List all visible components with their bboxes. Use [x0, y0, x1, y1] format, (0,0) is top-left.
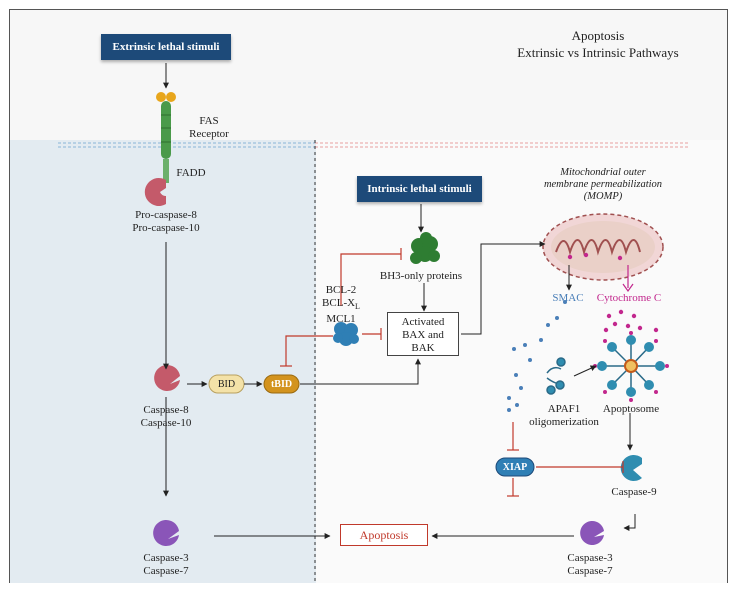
- title-line2: Extrinsic vs Intrinsic Pathways: [517, 45, 679, 60]
- extrinsic-panel: [10, 140, 316, 583]
- caspase-3-left-icon: [153, 520, 179, 546]
- intrinsic-stimuli-box: Intrinsic lethal stimuli: [357, 176, 482, 202]
- xiap-pill: [495, 457, 535, 477]
- fas-line1: FAS: [199, 115, 219, 127]
- cytochrome-c-molecules: [567, 252, 659, 333]
- momp-line2: membrane permeabilization: [543, 179, 663, 190]
- momp-line1: Mitochondrial outer: [560, 167, 646, 178]
- caspase-3-left-line2: Caspase-7: [143, 565, 189, 577]
- apoptosis-box: Apoptosis: [340, 524, 428, 546]
- caspase-8-line1: Caspase-8: [143, 404, 189, 416]
- cytochrome-release-arrowhead: [622, 283, 634, 293]
- bcl-family-label: BCL-2 BCL-XL MCL1: [313, 284, 369, 326]
- activation-arrows: [163, 63, 636, 539]
- bax-bak-line3: BAK: [411, 342, 435, 354]
- section-dividers: [58, 140, 690, 582]
- bh3-only-label: BH3-only proteins: [379, 270, 463, 282]
- caspase-3-left-line1: Caspase-3: [143, 552, 189, 564]
- caspase-8-icon: [154, 365, 180, 391]
- apoptosome-label: Apoptosome: [602, 403, 660, 415]
- bcl-line2-main: BCL-X: [322, 297, 356, 309]
- bid-label: BID: [217, 379, 236, 390]
- momp-line3: (MOMP): [583, 191, 623, 202]
- pro-caspase-8-icon: [144, 178, 166, 207]
- bax-bak-line1: Activated: [401, 316, 445, 328]
- tbid-pill: [263, 374, 300, 394]
- caspase-9-icon: [620, 455, 642, 482]
- pro-caspase-line1: Pro-caspase-8: [135, 209, 197, 221]
- pro-caspase-label: Pro-caspase-8 Pro-caspase-10: [121, 209, 211, 235]
- tbid-label: tBID: [270, 379, 293, 390]
- bax-bak-box: Activated BAX and BAK: [387, 312, 459, 356]
- bcl2-protein-icon: [333, 322, 359, 346]
- xiap-label: XIAP: [502, 462, 528, 473]
- caspase-9-label: Caspase-9: [611, 486, 657, 498]
- bcl-line2: BCL-XL: [313, 297, 369, 313]
- fas-receptor-label: FAS Receptor: [184, 115, 234, 141]
- caspase-3-right-icon: [580, 521, 604, 545]
- cytochrome-c-label: Cytochrome C: [596, 292, 662, 304]
- title-line1: Apoptosis: [571, 28, 625, 43]
- apaf1-label: APAF1 oligomerization: [526, 403, 602, 429]
- apoptosome-icon: [593, 331, 669, 402]
- inhibition-lines: [280, 248, 624, 497]
- mitochondrion-icon: [542, 213, 664, 281]
- apaf1-icon: [546, 357, 566, 395]
- bax-bak-line2: BAX and: [402, 329, 444, 341]
- caspase-8-label: Caspase-8 Caspase-10: [131, 404, 201, 430]
- pro-caspase-line2: Pro-caspase-10: [132, 222, 200, 234]
- bh3-protein-icon: [410, 232, 440, 264]
- bcl-line1: BCL-2: [325, 284, 357, 296]
- caspase-3-left-label: Caspase-3 Caspase-7: [131, 552, 201, 578]
- caspase-3-right-line2: Caspase-7: [567, 565, 613, 577]
- momp-label: Mitochondrial outer membrane permeabiliz…: [518, 167, 688, 203]
- caspase-3-right-line1: Caspase-3: [567, 552, 613, 564]
- fas-line2: Receptor: [189, 128, 229, 140]
- caspase-8-line2: Caspase-10: [140, 417, 192, 429]
- caspase-3-right-label: Caspase-3 Caspase-7: [555, 552, 625, 578]
- apaf1-line1: APAF1: [547, 403, 581, 415]
- fas-receptor-icon: [156, 92, 176, 183]
- fadd-label: FADD: [176, 167, 206, 179]
- smac-label: SMAC: [552, 292, 584, 304]
- bcl-line3: MCL1: [326, 313, 356, 326]
- diagram-title: Apoptosis Extrinsic vs Intrinsic Pathway…: [493, 27, 703, 61]
- bcl-line2-sub: L: [355, 302, 360, 312]
- extrinsic-stimuli-box: Extrinsic lethal stimuli: [101, 34, 231, 60]
- apaf1-line2: oligomerization: [529, 416, 599, 428]
- smac-molecules: [507, 300, 567, 412]
